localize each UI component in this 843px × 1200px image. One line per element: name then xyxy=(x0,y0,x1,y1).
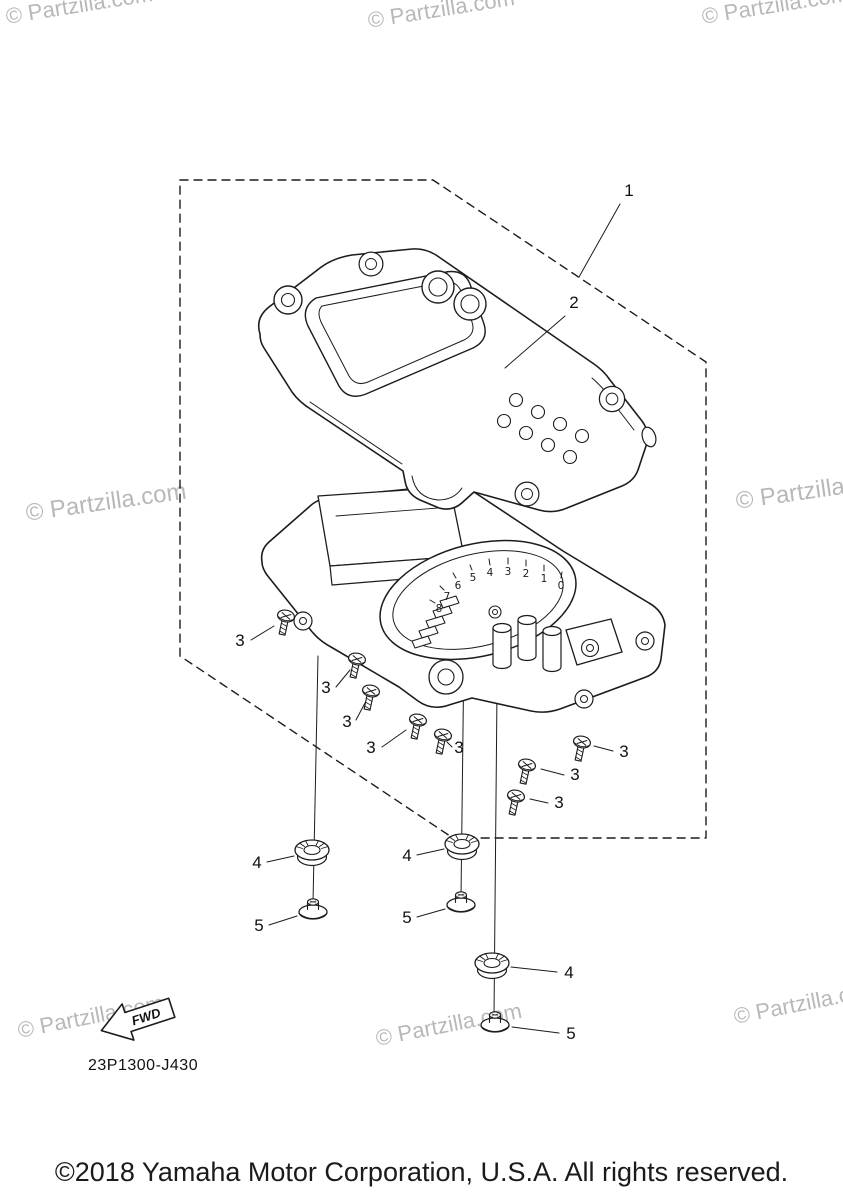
callout-part-1: 1 xyxy=(624,181,633,200)
boss-block-hole xyxy=(580,638,600,658)
gauge-number: 2 xyxy=(523,568,530,580)
callout-part-5: 5 xyxy=(566,1024,575,1043)
callout-part-3: 3 xyxy=(321,678,330,697)
callout-part-3: 3 xyxy=(454,738,463,757)
callout-part-3: 3 xyxy=(235,631,244,650)
gauge-number: 4 xyxy=(487,567,494,579)
assembly-axis-lines xyxy=(312,645,498,1017)
washer-screw xyxy=(480,1011,510,1033)
gauge-number: 0 xyxy=(558,580,565,592)
grommet xyxy=(444,833,480,861)
gauge-number: 6 xyxy=(455,580,462,592)
cover-corner-boss xyxy=(273,285,303,315)
screw xyxy=(430,726,454,756)
cover-connector-bosses xyxy=(421,270,487,321)
grommet xyxy=(474,952,510,980)
callout-part-3: 3 xyxy=(619,742,628,761)
diagram-linework: 0 1 2 3 4 5 6 7 8 xyxy=(88,179,707,1074)
callout-part-3: 3 xyxy=(366,738,375,757)
callout-part-4: 4 xyxy=(252,853,261,872)
gauge-number: 8 xyxy=(436,603,443,615)
meter-cover xyxy=(257,248,657,513)
callout-part-5: 5 xyxy=(402,908,411,927)
gauge-hub xyxy=(488,605,502,619)
gauge-number: 1 xyxy=(541,573,548,585)
callout-leader-lines xyxy=(250,203,621,1034)
body-post xyxy=(492,622,512,670)
boss-block-hole-inner xyxy=(586,644,594,652)
fwd-direction-arrow: FWD xyxy=(100,997,176,1041)
callout-part-5: 5 xyxy=(254,916,263,935)
diagram-code: 23P1300-J430 xyxy=(88,1057,198,1074)
screw xyxy=(273,607,297,637)
gauge-hub-center xyxy=(492,609,498,615)
gauge-bar-segments xyxy=(411,595,460,649)
screw xyxy=(405,711,429,741)
cover-button-holes xyxy=(496,392,590,465)
screw xyxy=(514,756,538,786)
screw xyxy=(503,787,527,817)
screen-window xyxy=(318,281,474,384)
washer-screw xyxy=(446,891,476,913)
cover-side-knob xyxy=(641,426,657,448)
body-connector-ring xyxy=(428,659,464,695)
callout-part-3: 3 xyxy=(554,793,563,812)
callout-part-2: 2 xyxy=(569,293,578,312)
screw xyxy=(569,733,593,763)
copyright-footer: ©2018 Yamaha Motor Corporation, U.S.A. A… xyxy=(54,1157,789,1187)
mount-tab-hole xyxy=(574,689,594,709)
gauge-number: 3 xyxy=(505,566,512,578)
cover-corner-boss xyxy=(598,385,626,413)
mount-tab-hole xyxy=(635,631,655,651)
cover-corner-boss xyxy=(514,481,540,507)
body-connector-ring-inner xyxy=(437,668,455,686)
callout-part-4: 4 xyxy=(402,846,411,865)
assembly-boundary-dashed-box xyxy=(179,179,707,839)
callout-part-4: 4 xyxy=(564,963,573,982)
body-post xyxy=(542,625,562,673)
gauge-tick-marks xyxy=(429,557,563,604)
gauge-number: 5 xyxy=(470,572,477,584)
washer-screw xyxy=(298,898,328,920)
screw xyxy=(358,682,382,712)
callout-part-3: 3 xyxy=(342,712,351,731)
callout-part-3: 3 xyxy=(570,765,579,784)
mount-tab-hole xyxy=(293,611,313,631)
lcd-module-detail-line xyxy=(335,506,452,517)
gauge-number: 7 xyxy=(444,591,451,603)
cover-corner-boss xyxy=(358,251,384,277)
body-post xyxy=(517,614,537,662)
grommet xyxy=(294,839,330,867)
